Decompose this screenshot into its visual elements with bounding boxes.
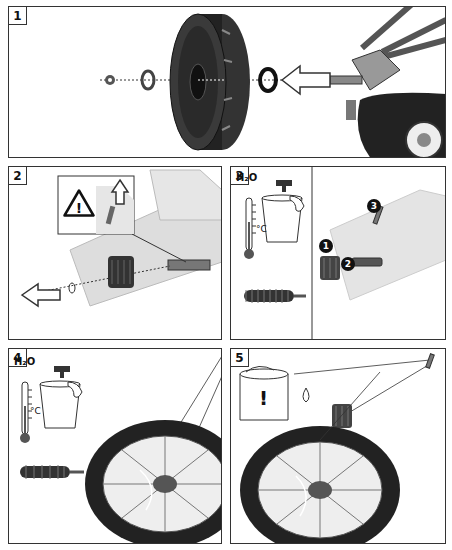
wheel-removal <box>100 6 446 158</box>
callout-number: 2 <box>341 257 355 271</box>
callout-circle: 2 <box>341 257 355 271</box>
wheel-cleaning <box>20 356 222 544</box>
callout-number: 3 <box>367 199 381 213</box>
callout-circle: 1 <box>319 239 333 253</box>
text-label: °C <box>30 406 41 416</box>
lubrication <box>240 354 434 544</box>
warning-triangle: ! <box>63 189 95 217</box>
text-label: °C <box>256 224 267 234</box>
callout-number: 1 <box>319 239 333 253</box>
step-panel: 1 <box>8 6 446 158</box>
callout-circle: 3 <box>367 199 381 213</box>
text-label: H₂O <box>14 356 35 367</box>
text-label: H₂O <box>236 172 257 183</box>
brush-removal <box>22 170 222 306</box>
step-panel: 5 <box>230 348 446 544</box>
step-panel: 3123 <box>230 166 446 340</box>
warning-mark: ! <box>63 200 95 216</box>
text-label: ! <box>259 386 268 410</box>
step-number: 5 <box>231 349 249 367</box>
step-panel: 4 <box>8 348 222 544</box>
cleaning <box>244 166 446 340</box>
step-number: 2 <box>9 167 27 185</box>
step-number: 1 <box>9 7 27 25</box>
step-panel: 2! <box>8 166 222 340</box>
